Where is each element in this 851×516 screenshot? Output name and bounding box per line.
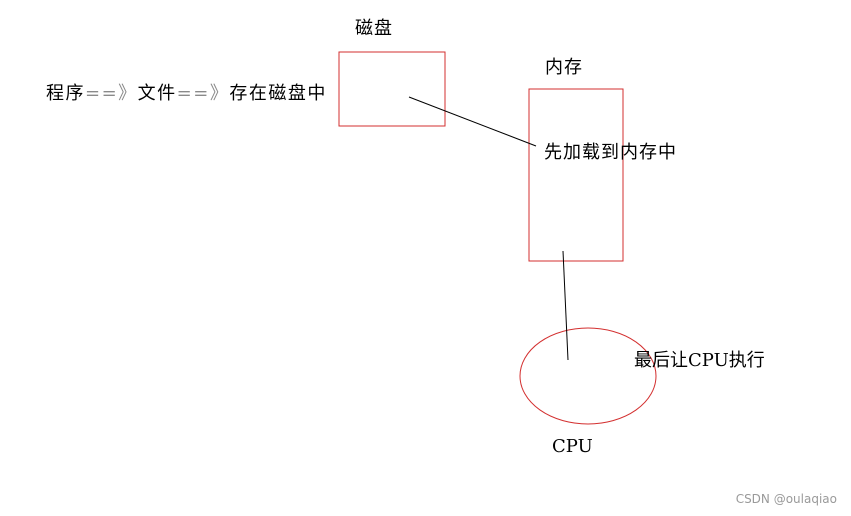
program-text: 程序 [46, 83, 85, 104]
cpu-execute-label: 最后让CPU执行 [634, 350, 765, 371]
memory-label: 内存 [545, 57, 583, 78]
cpu-ellipse [519, 327, 657, 425]
disk-label: 磁盘 [355, 18, 393, 39]
arrow-text-1: ==》 [85, 83, 138, 104]
memory-box [528, 88, 624, 262]
disk-box [338, 51, 446, 127]
file-text: 文件 [137, 83, 177, 104]
arrow-text-2: ==》 [176, 83, 230, 104]
disk-to-memory-line [408, 96, 537, 147]
cpu-label: CPU [552, 436, 593, 457]
memory-to-cpu-line [562, 250, 569, 361]
program-flow-text: 程序==》文件==》存在磁盘中 [46, 83, 327, 105]
stored-on-disk-text: 存在磁盘中 [229, 83, 327, 104]
load-to-memory-label: 先加载到内存中 [544, 142, 677, 163]
watermark: CSDN @oulaqiao [735, 492, 837, 506]
